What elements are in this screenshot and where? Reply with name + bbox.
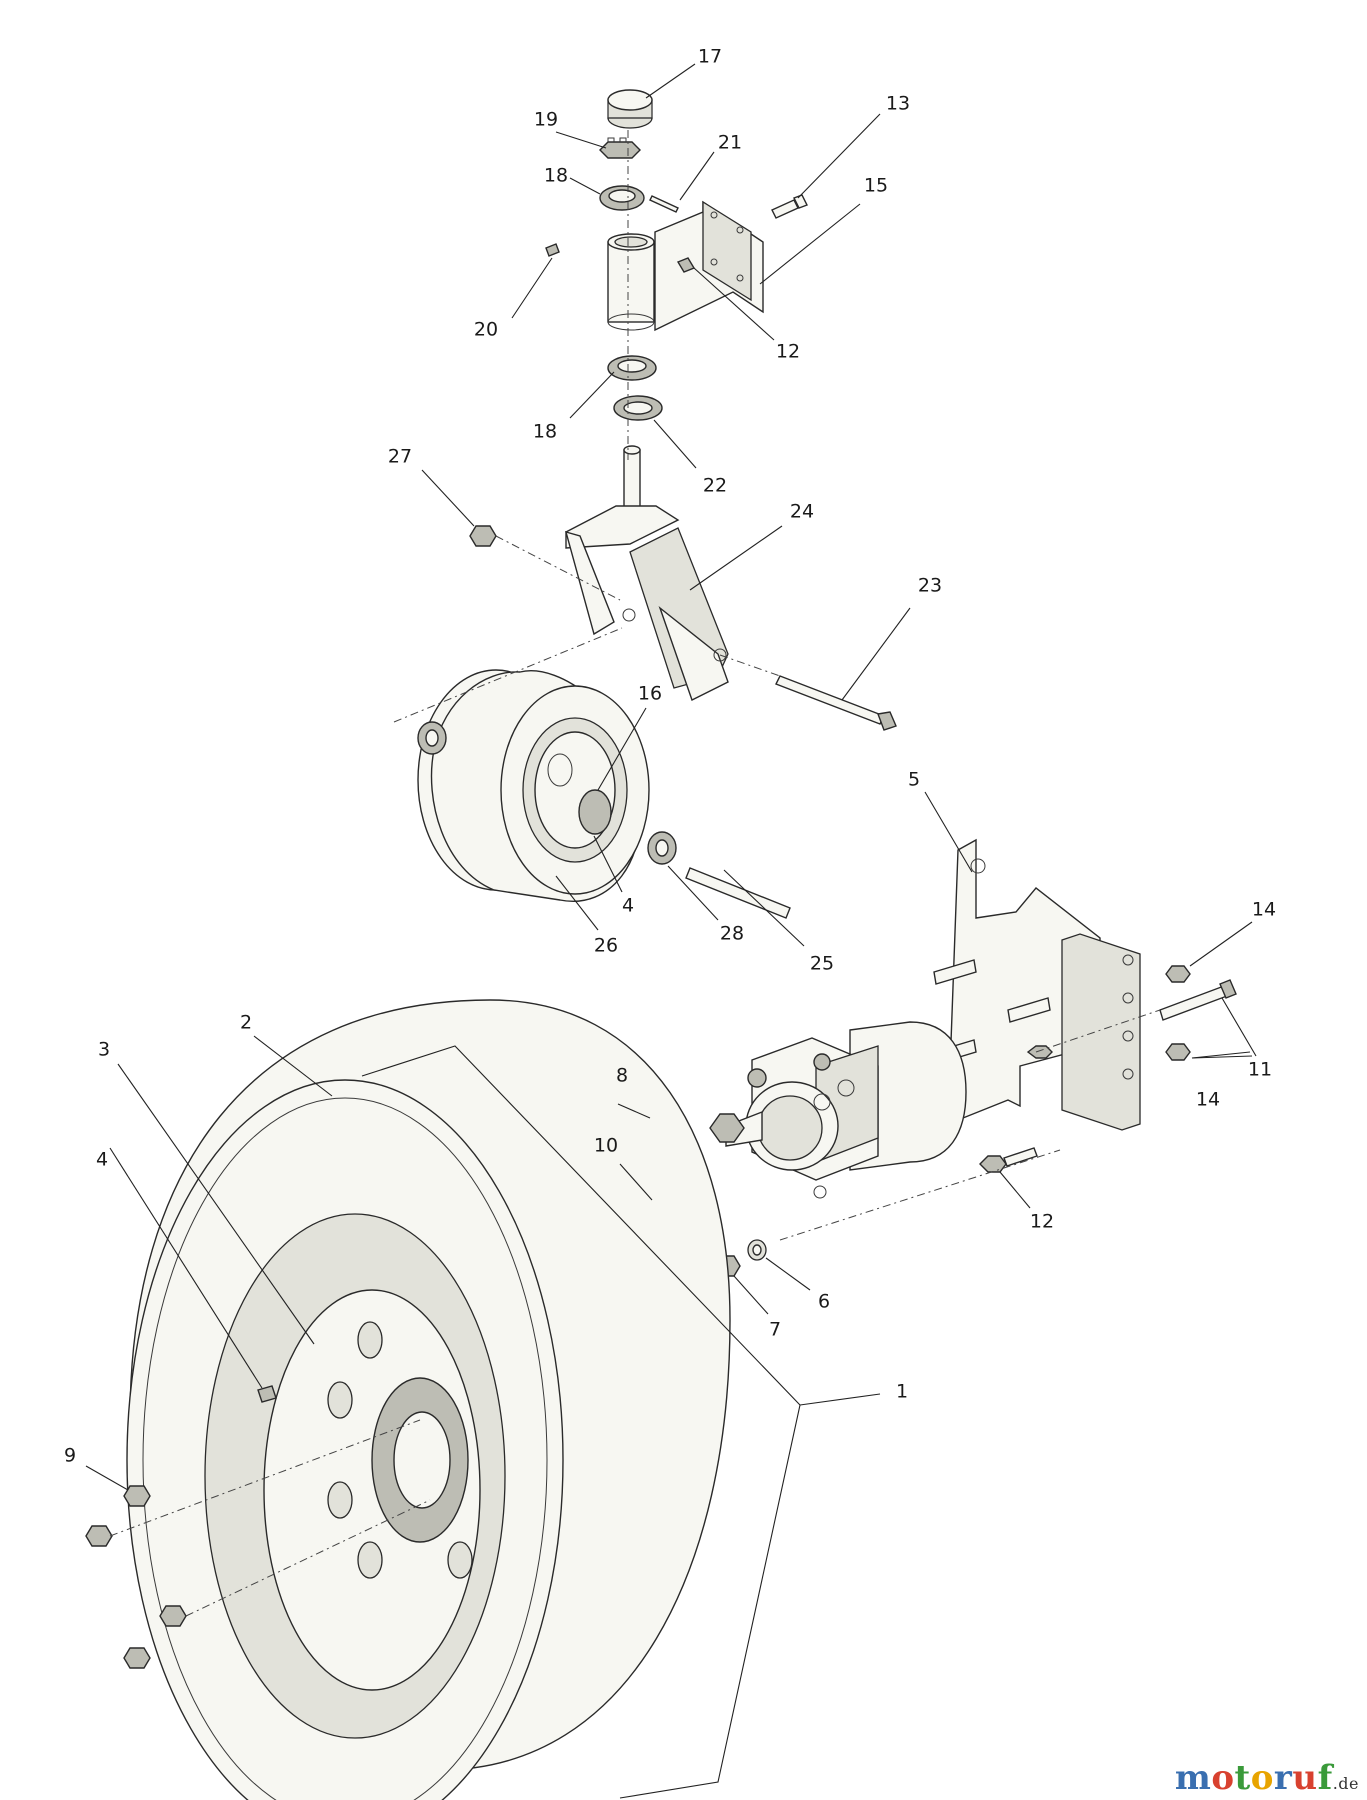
watermark-letter: u	[1292, 1758, 1318, 1798]
callout-21: 21	[718, 132, 742, 154]
callout-27: 27	[388, 446, 412, 468]
bolt-12-lower-part	[979, 1147, 1038, 1173]
callout-14: 14	[1196, 1089, 1220, 1111]
callout-16: 16	[638, 683, 662, 705]
callout-25: 25	[810, 953, 834, 975]
callout-17: 17	[698, 46, 722, 68]
callout-14: 14	[1252, 899, 1276, 921]
cotter-pin-part	[649, 195, 679, 213]
axle-bolt-23-part	[775, 675, 897, 731]
spacer-28-part	[417, 721, 677, 865]
callout-23: 23	[918, 575, 942, 597]
callout-12: 12	[776, 341, 800, 363]
callout-3: 3	[98, 1039, 110, 1061]
seal-part	[613, 395, 663, 421]
callout-10: 10	[594, 1135, 618, 1157]
callout-20: 20	[474, 319, 498, 341]
callout-26: 26	[594, 935, 618, 957]
bearing-top-part	[599, 185, 645, 211]
callout-2: 2	[240, 1012, 252, 1034]
bolt-11-part	[1159, 979, 1237, 1021]
callout-18: 18	[544, 165, 568, 187]
callout-19: 19	[534, 109, 558, 131]
callout-5: 5	[908, 769, 920, 791]
callout-28: 28	[720, 923, 744, 945]
assembly-lines	[109, 130, 1161, 1617]
callout-1: 1	[896, 1381, 908, 1403]
callout-13: 13	[886, 93, 910, 115]
grease-fitting-part	[545, 243, 560, 257]
caster-fork-part	[564, 445, 729, 701]
nut-14-lower-part	[1165, 1043, 1191, 1061]
callout-9: 9	[64, 1445, 76, 1467]
callout-15: 15	[864, 175, 888, 197]
callout-11: 11	[1248, 1059, 1272, 1081]
callout-labels: 17 19 21 13 18 15 20 12 18 22 27 24 23 1…	[64, 46, 1276, 1467]
watermark-letter: f	[1317, 1758, 1333, 1798]
caster-wheel-part	[417, 669, 650, 902]
washer-6-part	[747, 1239, 767, 1261]
caster-bracket-part	[607, 200, 764, 332]
wheel-motor-part	[709, 1021, 967, 1199]
callout-24: 24	[790, 501, 814, 523]
watermark-domain: .de	[1332, 1774, 1359, 1793]
motor-mount-bracket-part	[933, 838, 1141, 1131]
watermark-letter: r	[1273, 1758, 1293, 1798]
bearing-lower-part	[607, 355, 657, 381]
callout-4: 4	[622, 895, 634, 917]
watermark-letter: o	[1250, 1758, 1274, 1798]
motoruf-watermark-logo: motoruf.de	[1175, 1758, 1359, 1798]
callout-12: 12	[1030, 1211, 1054, 1233]
watermark-letter: m	[1174, 1758, 1212, 1798]
leader-lines	[85, 63, 1257, 1491]
lock-nut-27-part	[469, 525, 497, 547]
bolt-13-part	[771, 194, 808, 219]
callout-18: 18	[533, 421, 557, 443]
drive-wheel-part	[126, 999, 731, 1800]
nut-14-upper-part	[1165, 965, 1191, 983]
watermark-letter: t	[1234, 1758, 1251, 1798]
callout-22: 22	[703, 475, 727, 497]
callout-6: 6	[818, 1291, 830, 1313]
dust-cap-part	[607, 89, 653, 129]
callout-8: 8	[616, 1065, 628, 1087]
axle-25-part	[685, 867, 791, 919]
callout-7: 7	[769, 1319, 781, 1341]
lug-nuts-part	[85, 1485, 187, 1669]
callout-4: 4	[96, 1149, 108, 1171]
castle-nut-part	[599, 137, 641, 159]
watermark-letter: o	[1211, 1758, 1235, 1798]
